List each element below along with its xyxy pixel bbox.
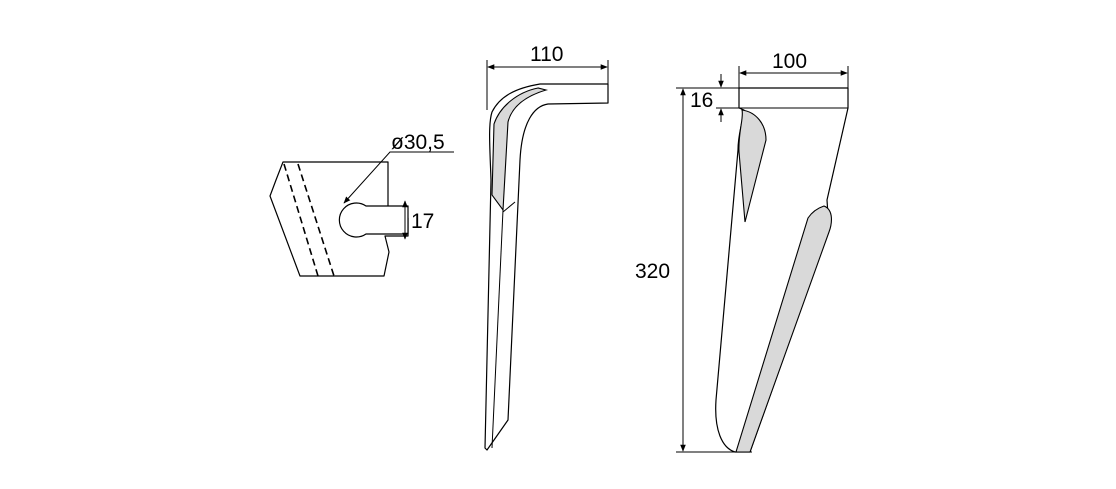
side-profile-crease [502,201,516,213]
side-width-label: 110 [530,43,563,66]
hidden-line-2 [297,163,335,277]
keyhole-slot [338,202,409,238]
diameter-leader-line [343,151,454,204]
front-blade-view: 100 16 320 [635,50,849,453]
hidden-line-1 [283,163,319,277]
front-width-label: 100 [772,50,807,73]
thickness-label: 16 [690,89,713,112]
side-profile-edge [491,209,504,449]
side-profile-view: 110 [484,43,609,451]
hole-diameter-label: ø30,5 [391,131,445,154]
side-profile-outline [484,83,609,451]
front-blade-outline [715,87,849,453]
total-height-label: 320 [635,260,670,283]
slot-height-label: 17 [411,210,434,233]
mounting-plate-view: ø30,5 17 [269,131,454,277]
front-blade-upper-bevel [738,109,767,223]
